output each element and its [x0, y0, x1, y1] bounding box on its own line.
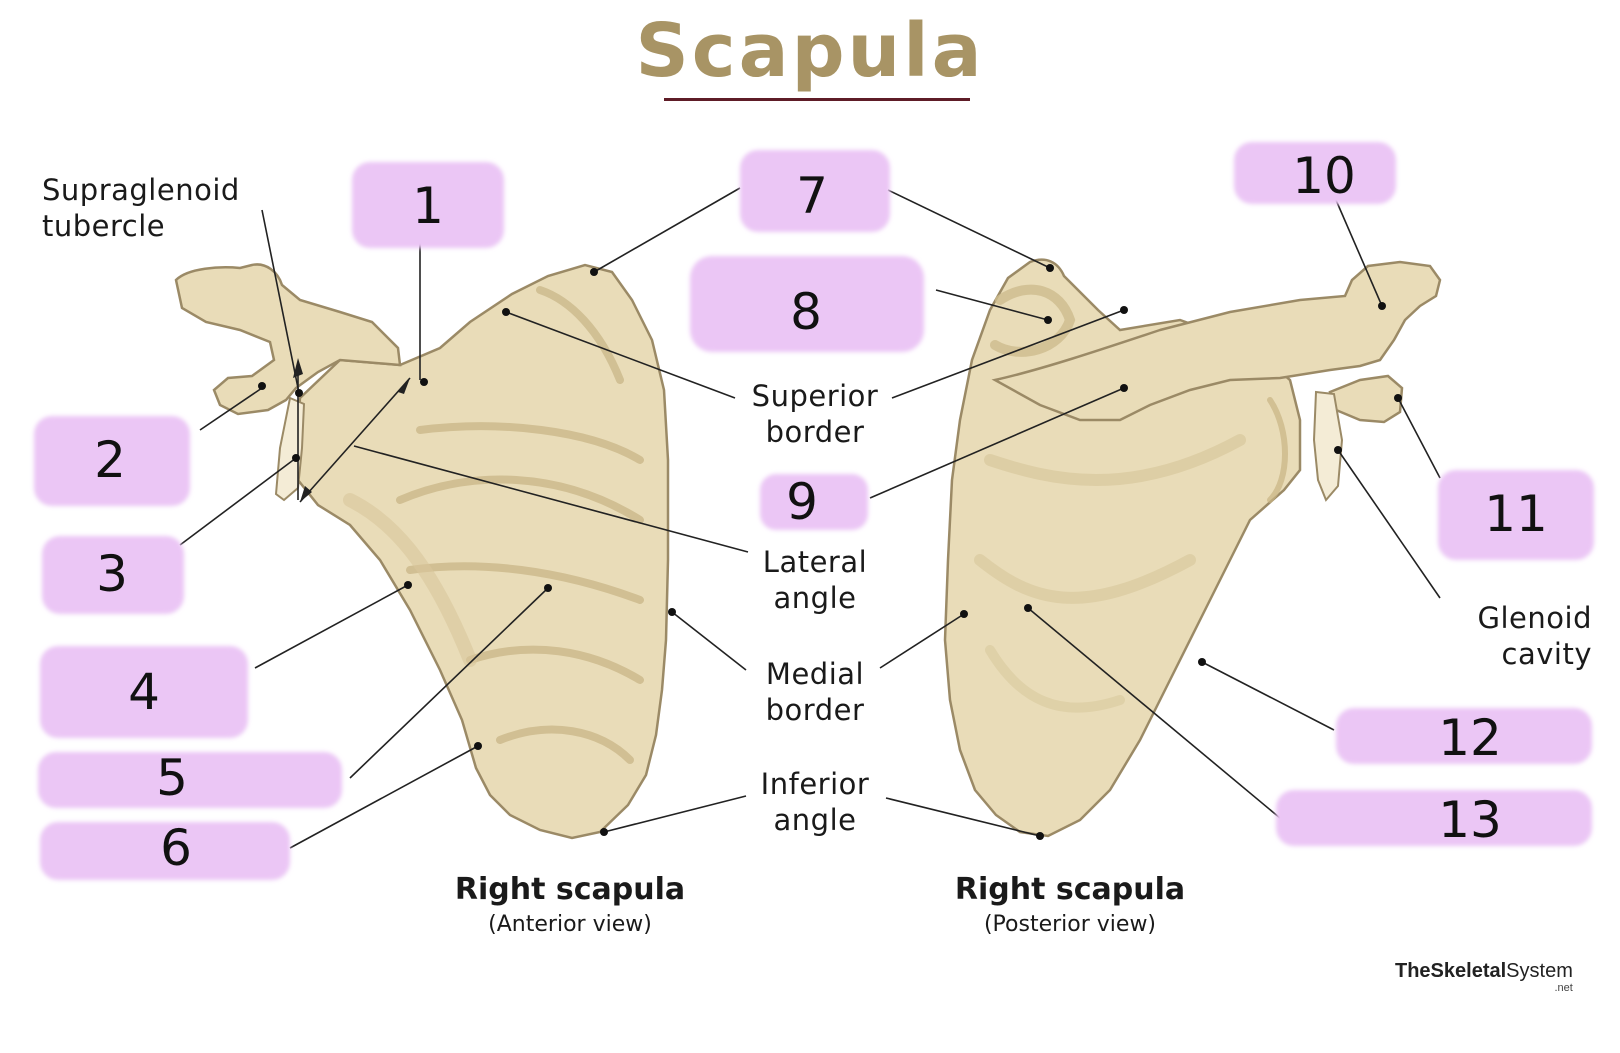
leader-lines — [179, 187, 1441, 849]
label-supraglenoid-tubercle: Supraglenoid tubercle — [42, 172, 240, 244]
handwritten-number-6: 6 — [160, 819, 192, 877]
handwritten-number-2: 2 — [94, 431, 126, 489]
posterior-coracoid — [1328, 374, 1404, 424]
handwritten-number-9: 9 — [786, 473, 818, 531]
anterior-glenoid-rim — [274, 396, 306, 502]
label-line-1: Lateral — [762, 545, 868, 579]
label-superior-border: Superior border — [730, 378, 900, 450]
handwritten-number-10: 10 — [1292, 147, 1356, 205]
highlight-blobs — [34, 142, 1594, 880]
anterior-scapula — [174, 263, 670, 840]
anterior-body — [294, 263, 670, 840]
logo-main: TheSkeletal — [1395, 960, 1507, 982]
handwritten-number-8: 8 — [790, 283, 822, 341]
handwritten-number-4: 4 — [128, 663, 160, 721]
label-medial-border: Medial border — [730, 656, 900, 728]
label-line-2: border — [765, 415, 865, 449]
posterior-scapula — [943, 258, 1442, 838]
title-underline — [664, 98, 970, 101]
pointer-dots — [258, 264, 1402, 840]
site-logo: TheSkeletalSystem .net — [1395, 960, 1573, 994]
label-line-2: tubercle — [42, 209, 166, 243]
handwritten-number-5: 5 — [156, 749, 188, 807]
handwritten-number-1: 1 — [412, 177, 444, 235]
label-line-1: Superior — [751, 379, 879, 413]
label-line-2: angle — [773, 581, 857, 615]
anterior-view-title: Right scapula — [454, 872, 686, 907]
handwritten-number-13: 13 — [1438, 791, 1502, 849]
handwritten-number-7: 7 — [796, 167, 828, 225]
handwritten-number-3: 3 — [96, 545, 128, 603]
posterior-view-subtitle: (Posterior view) — [983, 912, 1157, 937]
diagram-title: Scapula — [635, 8, 985, 94]
label-line-1: Medial — [765, 657, 865, 691]
label-glenoid-cavity: Glenoid cavity — [1420, 600, 1592, 672]
posterior-glenoid-rim — [1312, 390, 1344, 502]
label-inferior-angle: Inferior angle — [730, 766, 900, 838]
label-line-1: Supraglenoid — [42, 173, 240, 207]
posterior-view-title: Right scapula — [954, 872, 1186, 907]
anterior-view-subtitle: (Anterior view) — [488, 912, 652, 937]
handwritten-number-11: 11 — [1484, 485, 1548, 543]
logo-second: System — [1506, 960, 1573, 982]
logo-suffix: .net — [1554, 982, 1573, 994]
label-lateral-angle: Lateral angle — [730, 544, 900, 616]
label-line-1: Glenoid — [1477, 601, 1592, 635]
handwritten-number-12: 12 — [1438, 709, 1502, 767]
posterior-spine-acromion — [991, 260, 1442, 422]
label-line-1: Inferior — [760, 767, 870, 801]
label-line-2: angle — [773, 803, 857, 837]
label-line-2: cavity — [1501, 637, 1592, 671]
label-line-2: border — [765, 693, 865, 727]
